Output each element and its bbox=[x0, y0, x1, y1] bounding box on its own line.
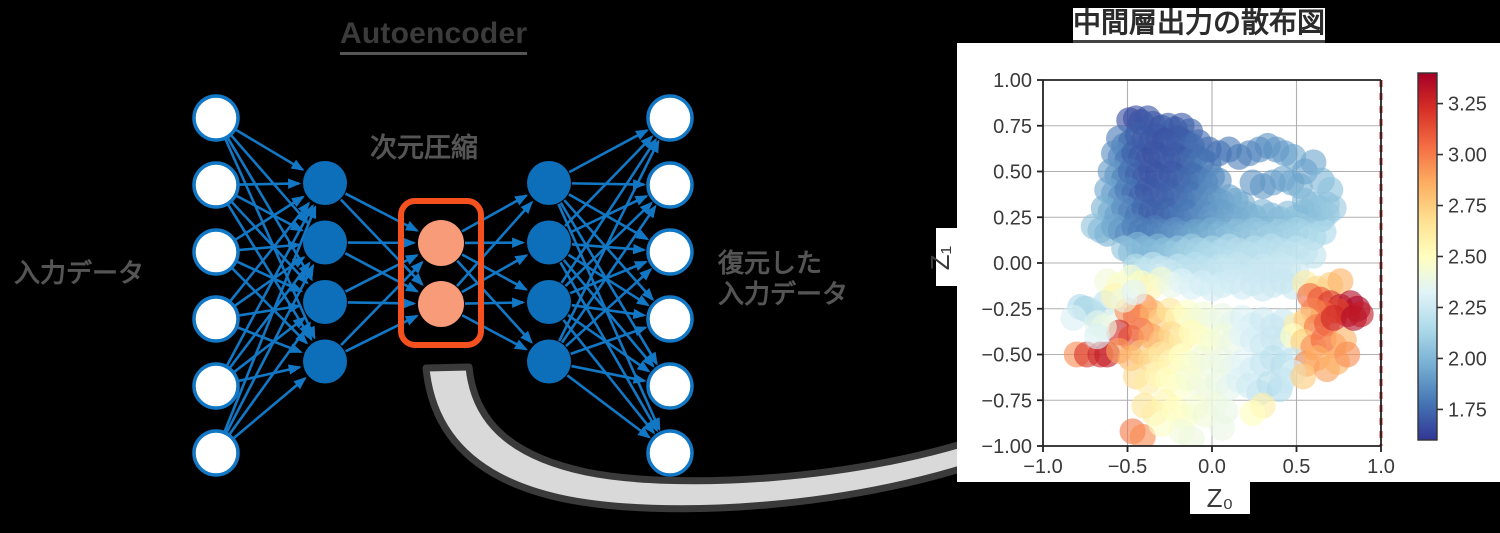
x-axis-title: Z₀ bbox=[1207, 483, 1234, 513]
scatter-point bbox=[1209, 414, 1236, 441]
scatter-point bbox=[1300, 242, 1327, 269]
colorbar-tick-label: 2.25 bbox=[1448, 297, 1487, 319]
scatter-point bbox=[1129, 423, 1156, 446]
colorbar-ticks: 3.25 3.00 2.75 2.50 2.25 2.00 1.75 bbox=[1437, 94, 1487, 421]
scatter-point bbox=[1239, 400, 1266, 427]
y-tick-label: −0.50 bbox=[981, 345, 1032, 367]
encoder-hidden-node-2 bbox=[303, 280, 347, 324]
dimension-compression-label: 次元圧縮 bbox=[370, 133, 478, 163]
colorbar-tick-label: 1.75 bbox=[1448, 399, 1487, 421]
scatter-point bbox=[1347, 301, 1374, 328]
colorbar-tick-label: 3.25 bbox=[1448, 94, 1487, 116]
x-tick-label: −1.0 bbox=[1023, 456, 1062, 478]
autoencoder-title: Autoencoder bbox=[340, 18, 528, 55]
input-layer-node-2 bbox=[192, 228, 240, 276]
ylabel-backdrop bbox=[936, 228, 962, 286]
colorbar-tick-label: 2.00 bbox=[1448, 348, 1487, 370]
scatter-point bbox=[1310, 218, 1337, 245]
output-layer-node-2 bbox=[646, 228, 694, 276]
input-data-label: 入力データ bbox=[14, 258, 145, 288]
colorbar bbox=[1417, 72, 1438, 441]
chart-tick-labels: 1.000.750.500.250.00−0.25−0.50−0.75−1.00… bbox=[981, 70, 1395, 478]
y-tick-label: 0.50 bbox=[993, 162, 1032, 184]
scatter-point bbox=[1178, 425, 1205, 446]
scatter-point bbox=[1084, 323, 1111, 350]
input-layer-node-3 bbox=[192, 295, 240, 343]
input-layer-node-4 bbox=[192, 362, 240, 410]
network-edges bbox=[223, 128, 661, 440]
y-tick-label: −1.00 bbox=[981, 436, 1032, 458]
decoder-hidden-node-0 bbox=[527, 161, 571, 205]
colorbar-tick-label: 3.00 bbox=[1448, 145, 1487, 167]
scatter-point bbox=[1148, 411, 1175, 438]
scatter-point bbox=[1334, 341, 1361, 368]
output-layer-node-1 bbox=[646, 161, 694, 209]
y-tick-label: −0.25 bbox=[981, 299, 1032, 321]
output-layer-node-0 bbox=[646, 94, 694, 142]
colorbar-tick-label: 2.75 bbox=[1448, 196, 1487, 218]
output-layer-node-3 bbox=[646, 295, 694, 343]
scatter-point bbox=[1320, 304, 1347, 331]
scatter-point bbox=[1195, 136, 1222, 163]
decoder-hidden-node-2 bbox=[527, 280, 571, 324]
autoencoder-network bbox=[192, 94, 694, 477]
encoder-hidden-node-0 bbox=[303, 161, 347, 205]
output-layer-node-5 bbox=[646, 429, 694, 477]
y-tick-label: −0.75 bbox=[981, 390, 1032, 412]
output-layer-node-4 bbox=[646, 362, 694, 410]
x-tick-label: 0.5 bbox=[1283, 456, 1311, 478]
bottleneck-layer-node-0 bbox=[418, 220, 464, 266]
y-tick-label: 0.00 bbox=[993, 253, 1032, 275]
x-tick-label: 1.0 bbox=[1367, 456, 1395, 478]
input-layer-node-0 bbox=[192, 94, 240, 142]
network-nodes bbox=[192, 94, 694, 477]
decoder-hidden-node-3 bbox=[527, 339, 571, 384]
bottleneck-highlight-box bbox=[398, 198, 484, 348]
scatter-point bbox=[1290, 363, 1317, 390]
x-tick-label: −0.5 bbox=[1108, 456, 1147, 478]
x-tick-label: 0.0 bbox=[1198, 456, 1226, 478]
scatter-point bbox=[1060, 304, 1087, 331]
y-tick-label: 1.00 bbox=[993, 70, 1032, 92]
scatter-point bbox=[1327, 268, 1354, 295]
scatter-points bbox=[1060, 105, 1374, 446]
y-tick-label: 0.25 bbox=[993, 207, 1032, 229]
decoder-hidden-node-1 bbox=[527, 220, 571, 265]
bottleneck-layer-node-1 bbox=[418, 281, 464, 327]
input-layer-node-5 bbox=[192, 429, 240, 477]
xlabel-backdrop bbox=[1190, 482, 1250, 514]
colorbar-tick-label: 2.50 bbox=[1448, 247, 1487, 269]
input-layer-node-1 bbox=[192, 161, 240, 209]
encoder-hidden-node-3 bbox=[303, 339, 347, 384]
scatter-point bbox=[1121, 279, 1148, 306]
reconstructed-data-label: 復元した 入力データ bbox=[718, 248, 849, 309]
encoder-hidden-node-1 bbox=[303, 220, 347, 265]
chart-title: 中間層出力の散布図 bbox=[1073, 7, 1326, 43]
scatter-point bbox=[1239, 169, 1266, 196]
y-tick-label: 0.75 bbox=[993, 116, 1032, 138]
scatter-point bbox=[1269, 367, 1296, 394]
y-axis-title: Z₁ bbox=[925, 245, 955, 270]
scatter-point bbox=[1317, 176, 1344, 203]
